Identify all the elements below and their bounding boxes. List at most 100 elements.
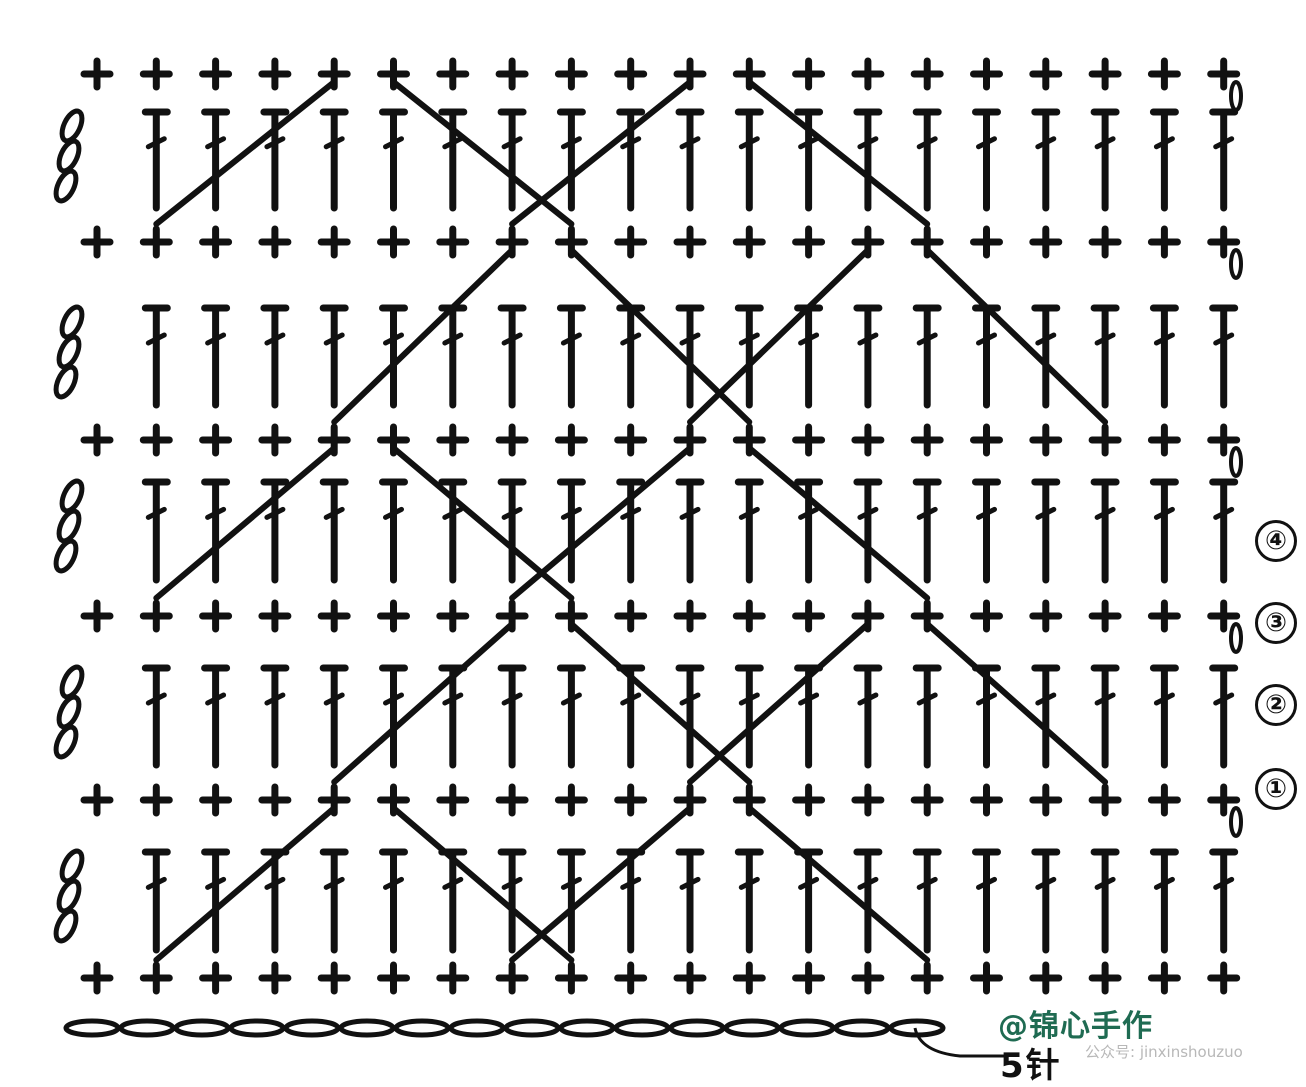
cable-line [746, 805, 931, 963]
watermark-subtitle: 公众号: jinxinshouzuo [1085, 1043, 1243, 1061]
dc-stitch [916, 332, 938, 346]
cable-line [924, 621, 1109, 785]
dc-stitch [679, 136, 701, 150]
dc-stitch [205, 692, 227, 706]
dc-stitch [1094, 506, 1116, 520]
foundation-chain-loop [778, 1018, 836, 1038]
dc-stitch [560, 876, 582, 890]
watermark: @锦心手作 [998, 1002, 1258, 1044]
dc-stitch [679, 332, 701, 346]
dc-stitch [442, 692, 464, 706]
dc-stitch [205, 332, 227, 346]
foundation-chain-loop [393, 1018, 451, 1038]
dc-stitch [620, 876, 642, 890]
dc-stitch [1153, 692, 1175, 706]
dc-stitch [383, 136, 404, 150]
dc-stitch [264, 136, 286, 150]
turning-chain [59, 108, 85, 144]
dc-stitch [798, 136, 820, 150]
foundation-chain-loop [118, 1018, 176, 1038]
dc-stitch [264, 876, 286, 890]
dc-stitch [145, 506, 167, 520]
foundation-chain-loop [448, 1018, 506, 1038]
turning-chain [53, 538, 79, 574]
cable-line [390, 805, 575, 963]
cable-line [509, 805, 693, 963]
dc-stitch [679, 876, 701, 890]
foundation-chain-loop [613, 1018, 671, 1038]
dc-stitch [976, 506, 997, 520]
cable-line [568, 621, 753, 785]
watermark-badge: @锦心手作 [998, 1009, 1153, 1044]
dc-stitch [798, 332, 820, 346]
dc-stitch [1213, 506, 1235, 520]
turning-chain [59, 848, 85, 884]
cable-line [509, 79, 693, 227]
turning-chain [1229, 446, 1243, 478]
dc-stitch [857, 136, 879, 150]
dc-stitch [501, 692, 523, 706]
dc-stitch [1153, 876, 1175, 890]
dc-stitch [323, 506, 345, 520]
foundation-chain-loop [173, 1018, 231, 1038]
dc-stitch [145, 876, 167, 890]
stitch-count-bracket [913, 1027, 1005, 1058]
dc-stitch [620, 136, 642, 150]
dc-stitch [323, 692, 345, 706]
foundation-chain-loop [283, 1018, 341, 1038]
cable-line [687, 621, 871, 785]
dc-stitch [383, 692, 404, 706]
dc-stitch [383, 876, 404, 890]
dc-stitch [1094, 692, 1116, 706]
dc-stitch [145, 136, 167, 150]
row-label-4: ④ [1255, 520, 1297, 562]
dc-stitch [323, 876, 345, 890]
dc-stitch [264, 692, 286, 706]
dc-stitch [1213, 136, 1235, 150]
dc-stitch [205, 136, 227, 150]
foundation-chain-loop [833, 1018, 891, 1038]
cable-line [746, 79, 931, 227]
foundation-chain-loop [558, 1018, 616, 1038]
dc-stitch [916, 506, 938, 520]
dc-stitch [442, 876, 464, 890]
turning-chain [53, 168, 79, 204]
cable-line [687, 247, 871, 425]
dc-stitch [264, 506, 286, 520]
turning-chain [53, 724, 79, 760]
dc-stitch [738, 136, 760, 150]
turning-chain [56, 694, 82, 730]
foundation-chain-loop [338, 1018, 396, 1038]
cable-line [331, 247, 516, 425]
turning-chain [56, 334, 82, 370]
foundation-chain-loop [723, 1018, 781, 1038]
dc-stitch [798, 692, 820, 706]
turning-chain [1229, 806, 1243, 838]
dc-stitch [620, 332, 642, 346]
dc-stitch [323, 332, 345, 346]
dc-stitch [679, 506, 701, 520]
cable-line [153, 79, 338, 227]
dc-stitch [976, 692, 997, 706]
cable-line [153, 445, 338, 601]
dc-stitch [976, 136, 997, 150]
dc-stitch [442, 136, 464, 150]
cable-line [568, 247, 753, 425]
turning-chain [1229, 80, 1243, 112]
dc-stitch [205, 506, 227, 520]
dc-stitch [323, 136, 345, 150]
dc-stitch [501, 506, 523, 520]
foundation-chain-loop [63, 1018, 121, 1038]
turning-chain [1229, 622, 1243, 654]
dc-stitch [1153, 332, 1175, 346]
dc-stitch [1213, 876, 1235, 890]
turning-chain [53, 364, 79, 400]
cable-line [924, 247, 1109, 425]
dc-stitch [798, 876, 820, 890]
dc-stitch [264, 332, 286, 346]
dc-stitch [738, 692, 760, 706]
turning-chain [56, 878, 82, 914]
turning-chains [53, 80, 1243, 944]
dc-stitch [560, 692, 582, 706]
cable-line [509, 445, 693, 601]
